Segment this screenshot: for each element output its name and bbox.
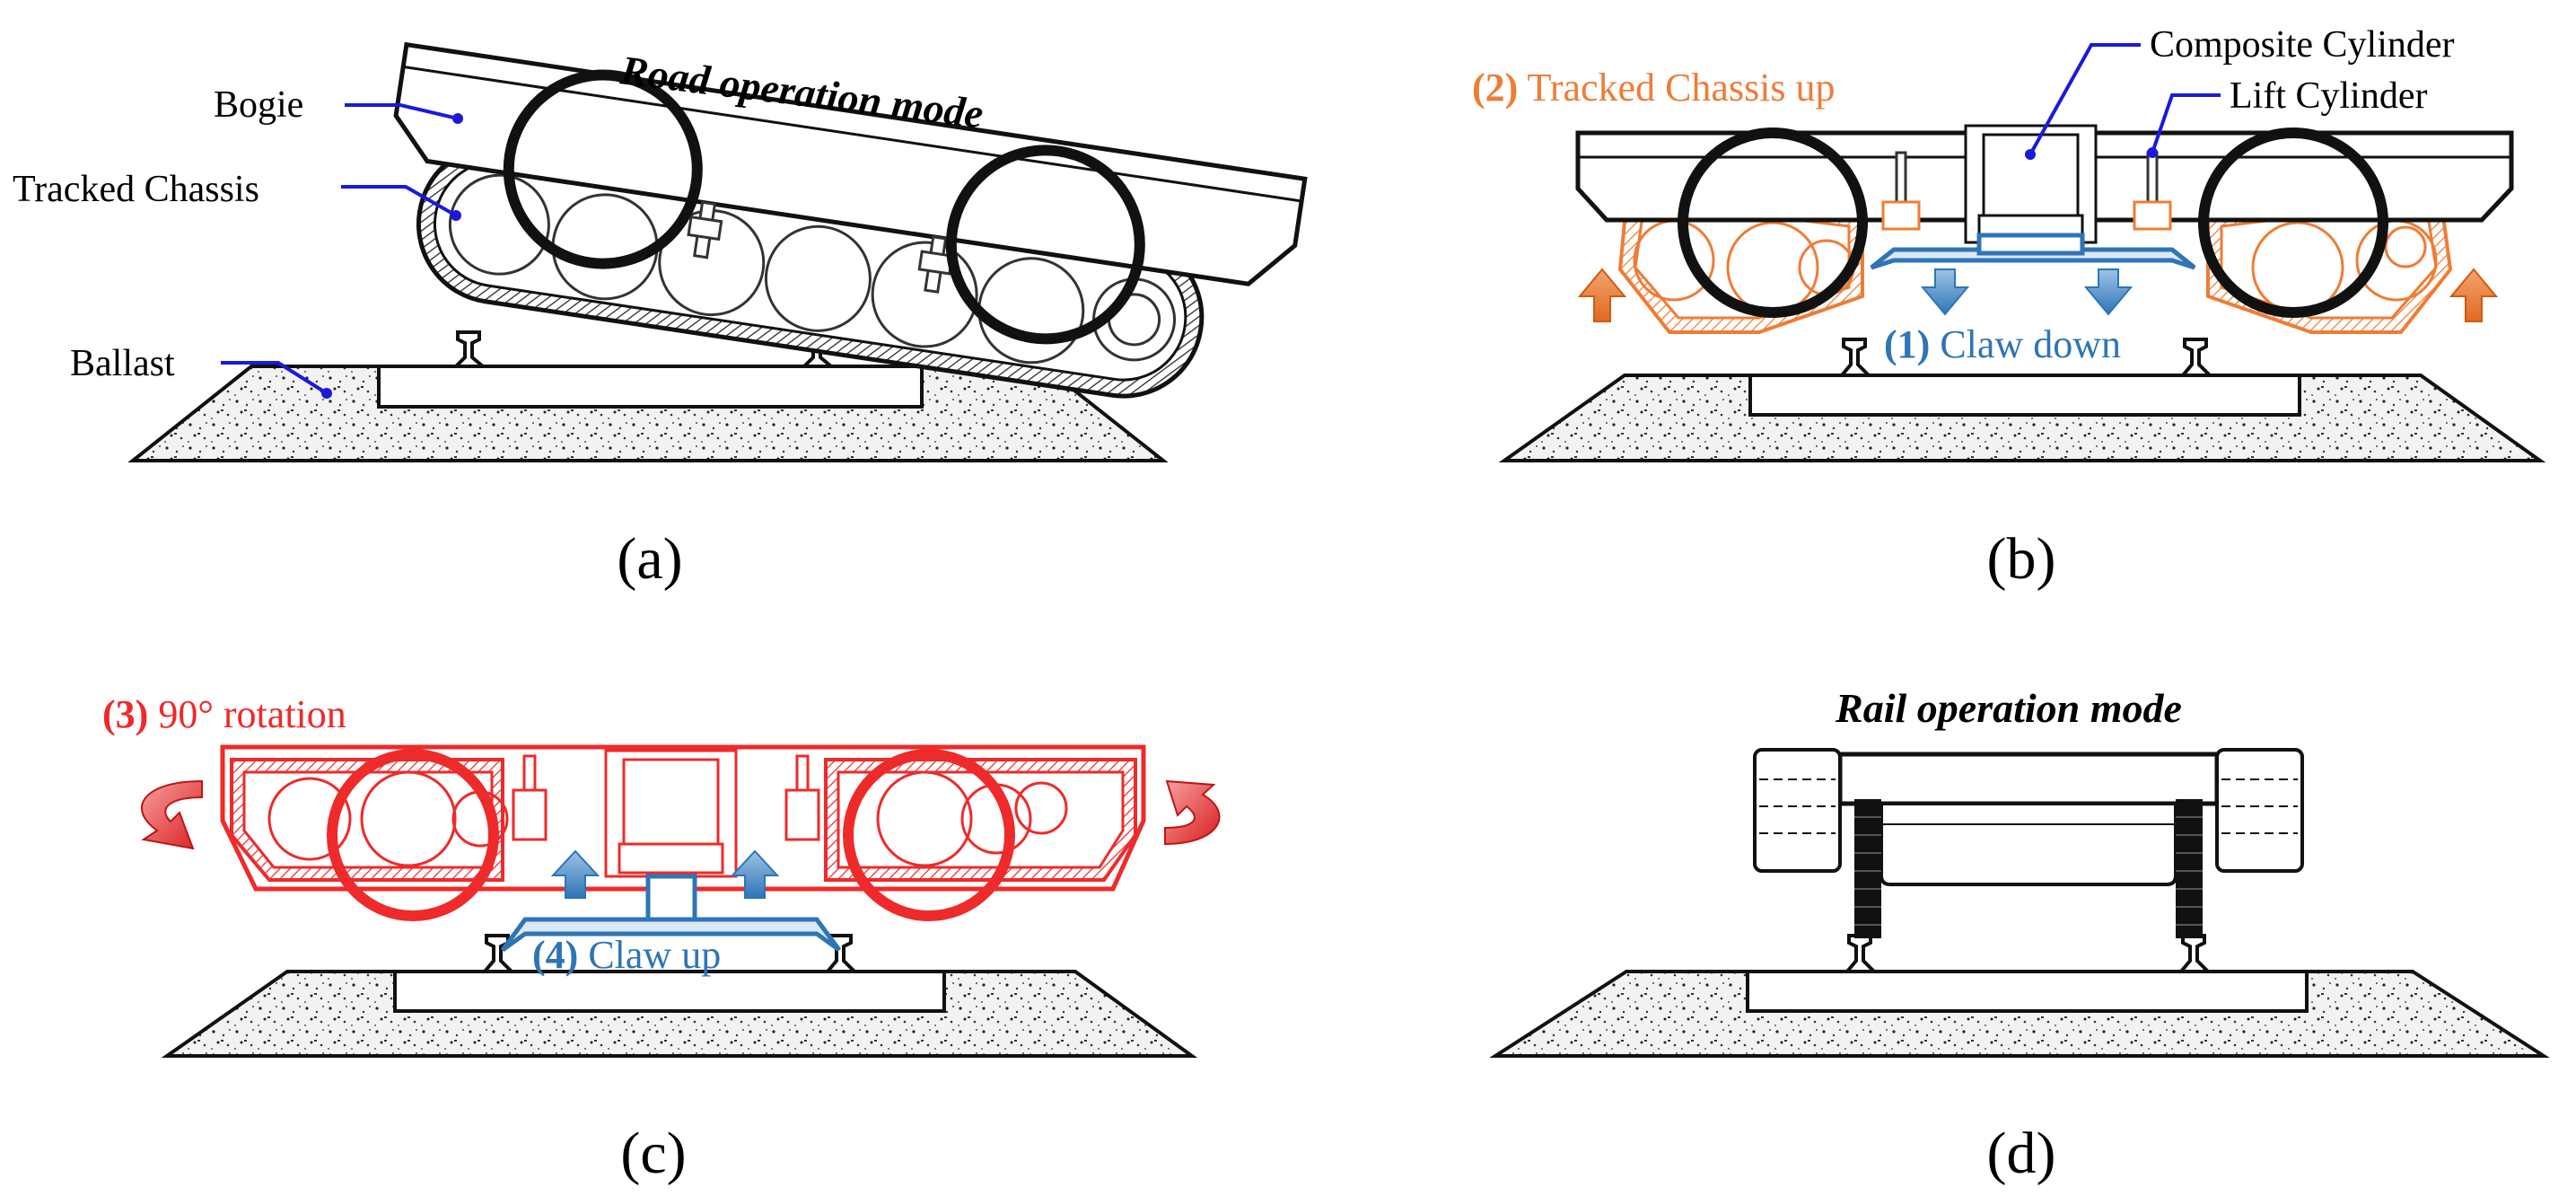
claw-b (1870, 233, 2196, 270)
panel-c: (3) 90° rotation (4) Claw up (c) (102, 692, 1221, 1186)
rotated-chassis-c (230, 758, 1137, 882)
wheel-right-a (945, 145, 1145, 345)
step4-label: (4) Claw up (532, 933, 721, 977)
tracked-block-left-d (1753, 748, 1842, 873)
panel-d: Rail operation mode (d) (1489, 685, 2550, 1186)
tracked-block-right-d (2215, 748, 2304, 873)
rotation-arrow-left-c (141, 779, 203, 850)
bogie-body-d (1837, 752, 2220, 806)
wheel-left-b (1678, 128, 1868, 318)
composite-cylinder-label: Composite Cylinder (2150, 24, 2455, 66)
arrow-up-left-c (550, 849, 600, 899)
wheel-right-c (843, 749, 1015, 921)
claw-c (500, 874, 842, 953)
rail-mode-title: Rail operation mode (1835, 685, 2182, 731)
bogie-body-a (393, 41, 1308, 286)
step4-text: Claw up (578, 933, 721, 977)
panel-b: (2) Tracked Chassis up Composite Cylinde… (1472, 24, 2546, 592)
arrow-down-right-b (2083, 268, 2134, 316)
rail-right-b (2178, 338, 2214, 377)
composite-cylinder-leader (2028, 43, 2141, 155)
panel-a: Road operation mode Bogie Tracked Chassi… (13, 41, 1308, 592)
wheel-right-b (2198, 128, 2388, 318)
step2-number: (2) (1472, 66, 1518, 110)
arrow-up-left-b (1577, 268, 1627, 322)
lift-cylinder-leader (2151, 93, 2221, 154)
step3-text: 90° rotation (148, 692, 346, 736)
caption-c: (c) (620, 1121, 686, 1186)
caption-a: (a) (617, 526, 682, 592)
tracked-chassis-leader (341, 185, 457, 217)
step1-text: Claw down (1930, 322, 2121, 366)
step1-label: (1) Claw down (1884, 322, 2121, 366)
lift-cylinder-label: Lift Cylinder (2230, 75, 2427, 117)
sleeper-d (1746, 970, 2309, 1013)
ballast-label: Ballast (70, 343, 175, 384)
lift-cylinders-b (1881, 151, 2172, 231)
step3-label: (3) 90° rotation (102, 692, 346, 736)
step1-number: (1) (1884, 322, 1930, 366)
step2-text: Tracked Chassis up (1518, 66, 1835, 110)
ballast-leader (221, 361, 329, 395)
bogie-label: Bogie (214, 84, 303, 126)
sleeper-c (393, 970, 946, 1013)
composite-cylinder-c (512, 749, 820, 878)
tracked-chassis-label: Tracked Chassis (13, 169, 259, 210)
track-side-left-d (1854, 799, 1881, 938)
track-side-right-d (2176, 799, 2203, 938)
step4-number: (4) (532, 933, 578, 977)
composite-cylinder-b (1964, 124, 2098, 244)
rail-left-c (480, 934, 516, 973)
wheel-left-c (327, 749, 499, 921)
rotation-arrow-right-c (1164, 779, 1221, 846)
rail-right-d (2177, 934, 2212, 973)
step3-number: (3) (102, 692, 148, 736)
caption-b: (b) (1987, 526, 2056, 592)
step2-label: (2) Tracked Chassis up (1472, 66, 1836, 110)
wheel-left-a (503, 69, 703, 269)
arrow-up-right-c (730, 849, 780, 899)
arrow-up-right-b (2449, 268, 2499, 322)
rail-left-a (451, 330, 488, 368)
rail-left-b (1837, 338, 1873, 377)
rail-left-d (1843, 934, 1879, 973)
sleeper-a (377, 365, 924, 409)
sleeper-b (1748, 374, 2301, 417)
bogie-leader (345, 103, 459, 120)
arrow-down-left-b (1920, 268, 1970, 316)
caption-d: (d) (1987, 1121, 2056, 1186)
vehicle-road-mode (393, 41, 1308, 399)
